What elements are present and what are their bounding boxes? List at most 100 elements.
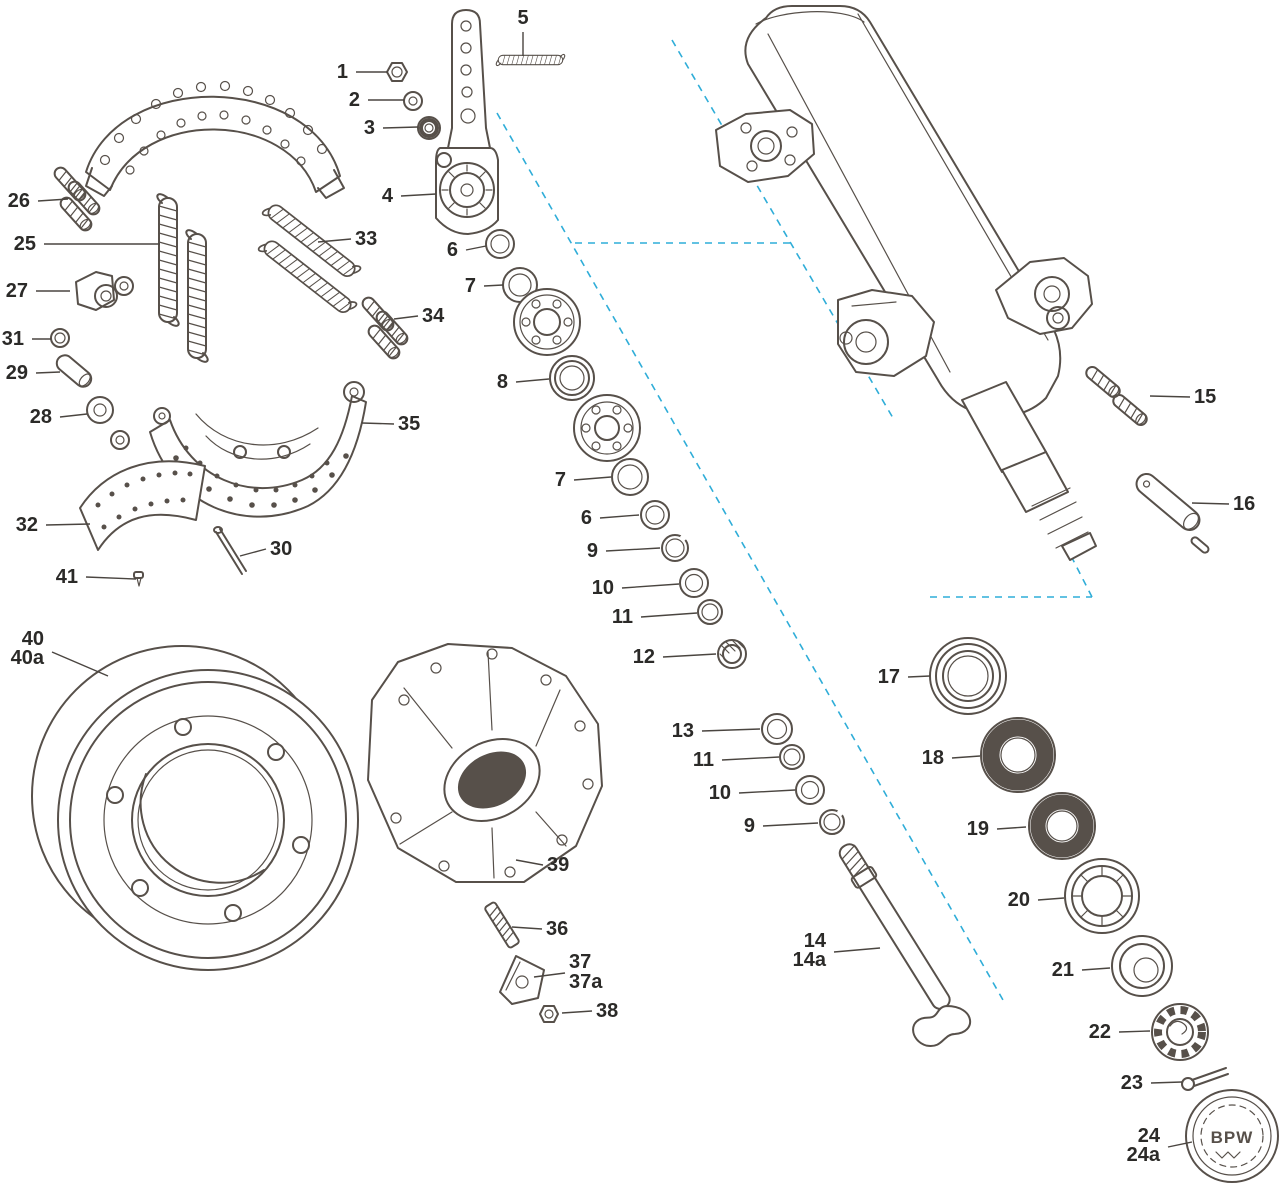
axle-beam (715, 5, 1210, 561)
leader-line (907, 675, 931, 678)
leader-line (400, 193, 437, 197)
part-number-label: 6 (581, 507, 592, 529)
camshaft-bracket (715, 109, 815, 183)
splined-bushing-12 (717, 639, 747, 669)
part-number-label: 24 (1138, 1125, 1161, 1147)
bushings-28 (86, 396, 130, 450)
cam-ring-stack-2 (761, 713, 848, 835)
callout-layer: 1234567876910111213111091414a15161718192… (2, 7, 1256, 1166)
part-number-label: 10 (592, 577, 614, 599)
part-number-label: 32 (16, 514, 38, 536)
part-number-label: 39 (547, 854, 569, 876)
part-number-label: 7 (555, 469, 566, 491)
leader-line (951, 755, 981, 759)
roll-pins-34 (359, 294, 411, 362)
flange-hub-a (513, 288, 581, 356)
stud-holes (390, 648, 594, 878)
leader-line (1081, 967, 1111, 971)
part-number-label: 9 (587, 540, 598, 562)
leader-line (515, 378, 550, 383)
part-number-label: 24a (1127, 1144, 1161, 1166)
leader-line (762, 822, 819, 827)
seal-8 (549, 355, 595, 401)
leader-line (573, 476, 612, 481)
part-number-label: 10 (709, 782, 731, 804)
bushing-3 (417, 116, 441, 140)
leader-line (621, 583, 680, 589)
part-number-label: 11 (693, 749, 714, 771)
leader-line (361, 422, 395, 425)
clamp-bracket-37 (499, 955, 545, 1005)
part-number-label: 3 (364, 117, 375, 139)
snap-ring-9a (661, 529, 692, 562)
leader-line (996, 826, 1027, 830)
part-number-label: 11 (612, 606, 633, 628)
brake-shoe-lower (149, 381, 367, 518)
part-number-label: 17 (878, 666, 900, 688)
leader-line (533, 972, 566, 978)
ring-31 (50, 328, 70, 348)
leader-line (738, 789, 796, 794)
cotter-pin-23 (1181, 1067, 1229, 1091)
anchor-pin (1135, 473, 1210, 554)
roller-29 (55, 354, 93, 388)
leader-line (1191, 502, 1230, 505)
brake-shoe-upper (85, 80, 345, 199)
part-number-label: 37a (569, 971, 603, 993)
slack-adjuster (435, 9, 499, 235)
shoe-springs-33 (257, 198, 363, 320)
part-number-label: 35 (398, 413, 420, 435)
part-number-label: 27 (6, 280, 28, 302)
washer-2 (403, 91, 423, 111)
leader-line (515, 859, 544, 866)
leader-line (37, 198, 69, 202)
roller-bearing-20 (1064, 858, 1140, 934)
part-number-label: 34 (422, 305, 445, 327)
part-number-label: 19 (967, 818, 989, 840)
bearing-race-18 (980, 717, 1056, 793)
cam-roller-27 (75, 271, 134, 311)
leader-line (59, 413, 88, 418)
part-number-label: 28 (30, 406, 52, 428)
wheel-stud (484, 901, 520, 949)
part-number-label: 33 (355, 228, 377, 250)
leader-line (483, 284, 504, 287)
leader-line (35, 371, 61, 374)
leader-line (701, 728, 761, 732)
part-number-label: 7 (465, 275, 476, 297)
part-number-label: 2 (349, 89, 360, 111)
leader-line (561, 1010, 593, 1014)
brand-logo-text: BPW (1211, 1128, 1254, 1147)
part-number-label: 16 (1233, 493, 1255, 515)
part-number-label: 31 (2, 328, 24, 350)
part-number-label: 8 (497, 371, 508, 393)
part-number-label: 23 (1121, 1072, 1143, 1094)
part-number-label: 22 (1089, 1021, 1111, 1043)
leader-line (45, 523, 91, 526)
wheel-bolt-holes (106, 718, 310, 922)
rivet-holes (99, 80, 328, 175)
leader-line (1118, 1030, 1151, 1033)
wheel-hub (367, 643, 603, 883)
part-number-label: 38 (596, 1000, 618, 1022)
part-number-label: 26 (8, 190, 30, 212)
snap-ring-9b (819, 805, 848, 835)
anchor-pin-30 (213, 526, 247, 575)
leader-line (1150, 1081, 1183, 1084)
leader-line (1149, 395, 1191, 398)
camshaft (838, 843, 972, 1048)
brake-drum (31, 645, 359, 971)
leader-line (511, 926, 543, 930)
cam-ring-stack (485, 229, 747, 669)
part-number-label: 37 (569, 951, 591, 973)
spring-pins (1082, 363, 1151, 429)
part-number-label: 13 (672, 720, 694, 742)
part-number-label: 1 (337, 61, 348, 83)
leader-line (85, 576, 137, 580)
leader-line (239, 548, 267, 557)
part-number-label: 4 (382, 185, 394, 207)
hub-cap-24: BPW (1185, 1089, 1279, 1183)
brake-lining (79, 460, 206, 551)
part-number-label: 20 (1008, 889, 1030, 911)
